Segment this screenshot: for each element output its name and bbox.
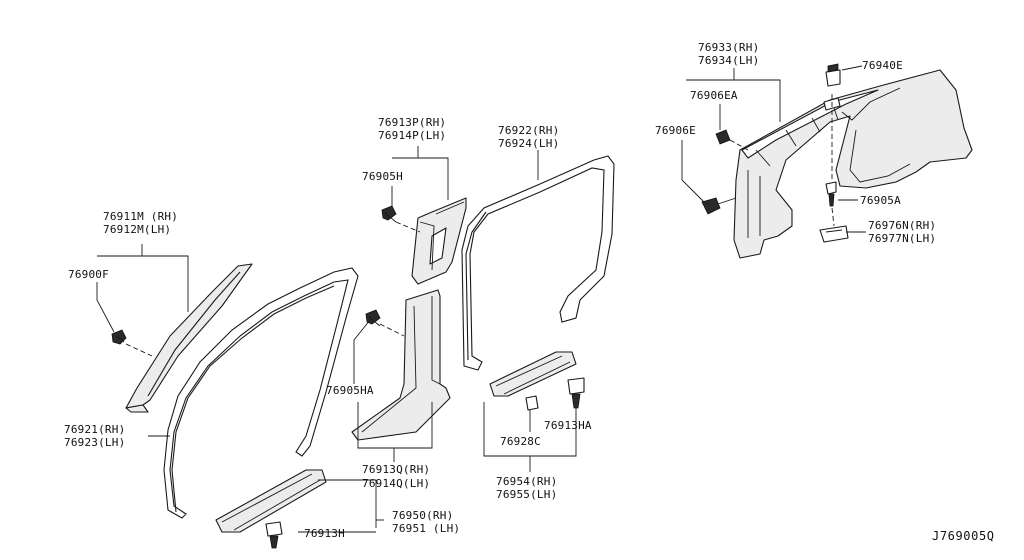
label-76913HA: 76913HA [544, 419, 592, 432]
label-76923: 76923(LH) [64, 436, 126, 449]
label-76940E: 76940E [862, 59, 903, 72]
label-76924: 76924(LH) [498, 137, 560, 150]
diagram-reference-code: J769005Q [932, 529, 995, 543]
label-76906E: 76906E [655, 124, 696, 137]
label-76934: 76934(LH) [698, 54, 760, 67]
label-76950: 76950(RH) [392, 509, 454, 522]
clip-76905H [381, 205, 397, 223]
clip-76913HA [567, 377, 585, 409]
label-76922: 76922(RH) [498, 124, 560, 137]
rear-door-weatherstrip [461, 155, 615, 371]
bolt-76905A [825, 181, 837, 207]
clip-76900F [111, 329, 127, 345]
label-76928C: 76928C [500, 435, 541, 448]
label-76912M: 76912M(LH) [103, 223, 172, 236]
upper-center-pillar [411, 197, 467, 285]
clip-76905HA [365, 309, 381, 327]
rear-kicking-plate [489, 351, 577, 397]
clip-76906EA [715, 129, 731, 145]
label-76913Q: 76913Q(RH) [362, 463, 431, 476]
label-76914P: 76914P(LH) [378, 129, 447, 142]
label-76913H: 76913H [304, 527, 345, 540]
label-76905HA: 76905HA [326, 384, 374, 397]
clip-76906E [701, 197, 737, 215]
label-76977N: 76977N(LH) [868, 232, 937, 245]
lower-center-pillar [351, 289, 451, 441]
label-76954: 76954(RH) [496, 475, 558, 488]
clip-76928C [525, 395, 539, 411]
label-76906EA: 76906EA [690, 89, 738, 102]
label-76911M: 76911M (RH) [103, 210, 179, 223]
hook-76976N [819, 225, 849, 243]
clip-76913H [265, 521, 283, 549]
label-76976N: 76976N(RH) [868, 219, 937, 232]
luggage-side-finisher [733, 69, 973, 259]
label-76905A: 76905A [860, 194, 901, 207]
front-pillar-garnish [125, 263, 253, 413]
front-door-weatherstrip [163, 267, 359, 519]
clip-76940E [825, 63, 841, 87]
front-kicking-plate [215, 469, 327, 533]
label-76905H: 76905H [362, 170, 403, 183]
label-76951: 76951 (LH) [392, 522, 461, 535]
label-76900F: 76900F [68, 268, 109, 281]
label-76913P: 76913P(RH) [378, 116, 447, 129]
label-76921: 76921(RH) [64, 423, 126, 436]
label-76914Q: 76914Q(LH) [362, 477, 431, 490]
label-76933: 76933(RH) [698, 41, 760, 54]
label-76955: 76955(LH) [496, 488, 558, 501]
